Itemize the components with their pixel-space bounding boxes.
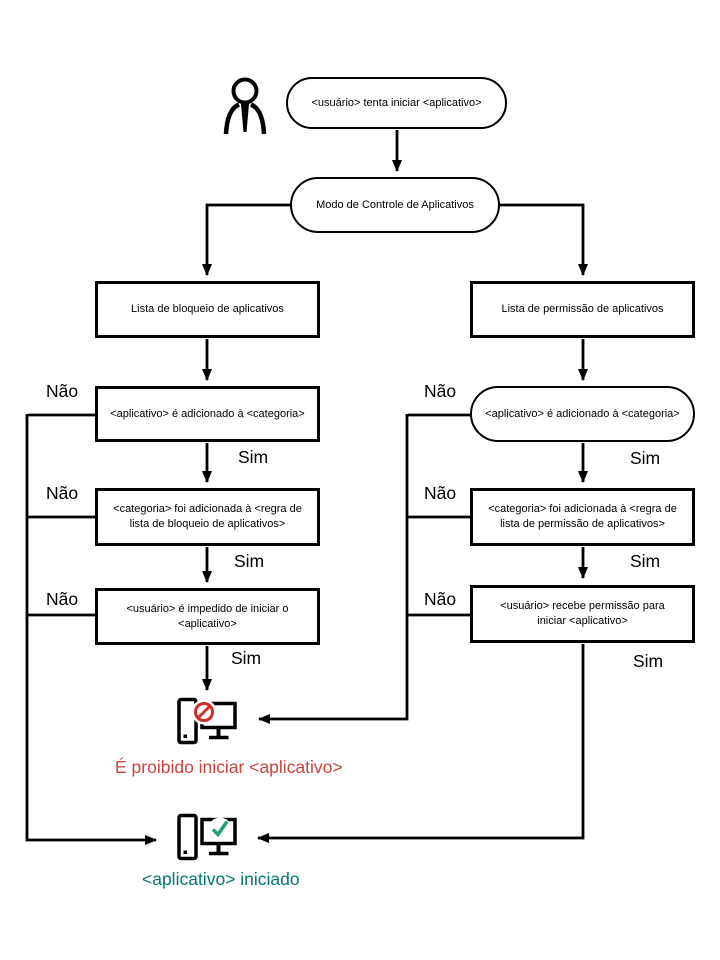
node-allowlist: Lista de permissão de aplicativos — [470, 281, 695, 338]
label-no-right-3: Não — [424, 589, 457, 609]
label-no-left-1: Não — [46, 381, 79, 401]
label-yes-left-1: Sim — [238, 447, 269, 467]
user-icon — [223, 77, 267, 135]
node-user-attempt: <usuário> tenta iniciar <aplicativo> — [286, 77, 507, 129]
computer-blocked-icon — [177, 697, 237, 745]
node-control-mode: Modo de Controle de Aplicativos — [290, 177, 500, 233]
node-right-category-check: <aplicativo> é adicionado à <categoria> — [470, 386, 695, 442]
label-no-left-2: Não — [46, 483, 79, 503]
caption-prohibited: É proibido iniciar <aplicativo> — [115, 757, 343, 777]
label-yes-left-3: Sim — [231, 648, 262, 668]
label-yes-right-3: Sim — [633, 651, 664, 671]
label-no-left-3: Não — [46, 589, 79, 609]
label-yes-left-2: Sim — [234, 551, 265, 571]
computer-started-icon — [177, 813, 237, 861]
node-left-category-check: <aplicativo> é adicionado à <categoria> — [95, 386, 320, 442]
label-no-right-2: Não — [424, 483, 457, 503]
label-yes-right-1: Sim — [630, 448, 661, 468]
caption-started: <aplicativo> iniciado — [142, 869, 300, 889]
node-right-rule-check: <categoria> foi adicionada à <regra de l… — [470, 488, 695, 546]
label-yes-right-2: Sim — [630, 551, 661, 571]
node-right-allowed-result: <usuário> recebe permissão para iniciar … — [470, 585, 695, 643]
node-blocklist: Lista de bloqueio de aplicativos — [95, 281, 320, 338]
label-no-right-1: Não — [424, 381, 457, 401]
node-left-blocked-result: <usuário> é impedido de iniciar o <aplic… — [95, 588, 320, 645]
node-left-rule-check: <categoria> foi adicionada à <regra de l… — [95, 488, 320, 546]
